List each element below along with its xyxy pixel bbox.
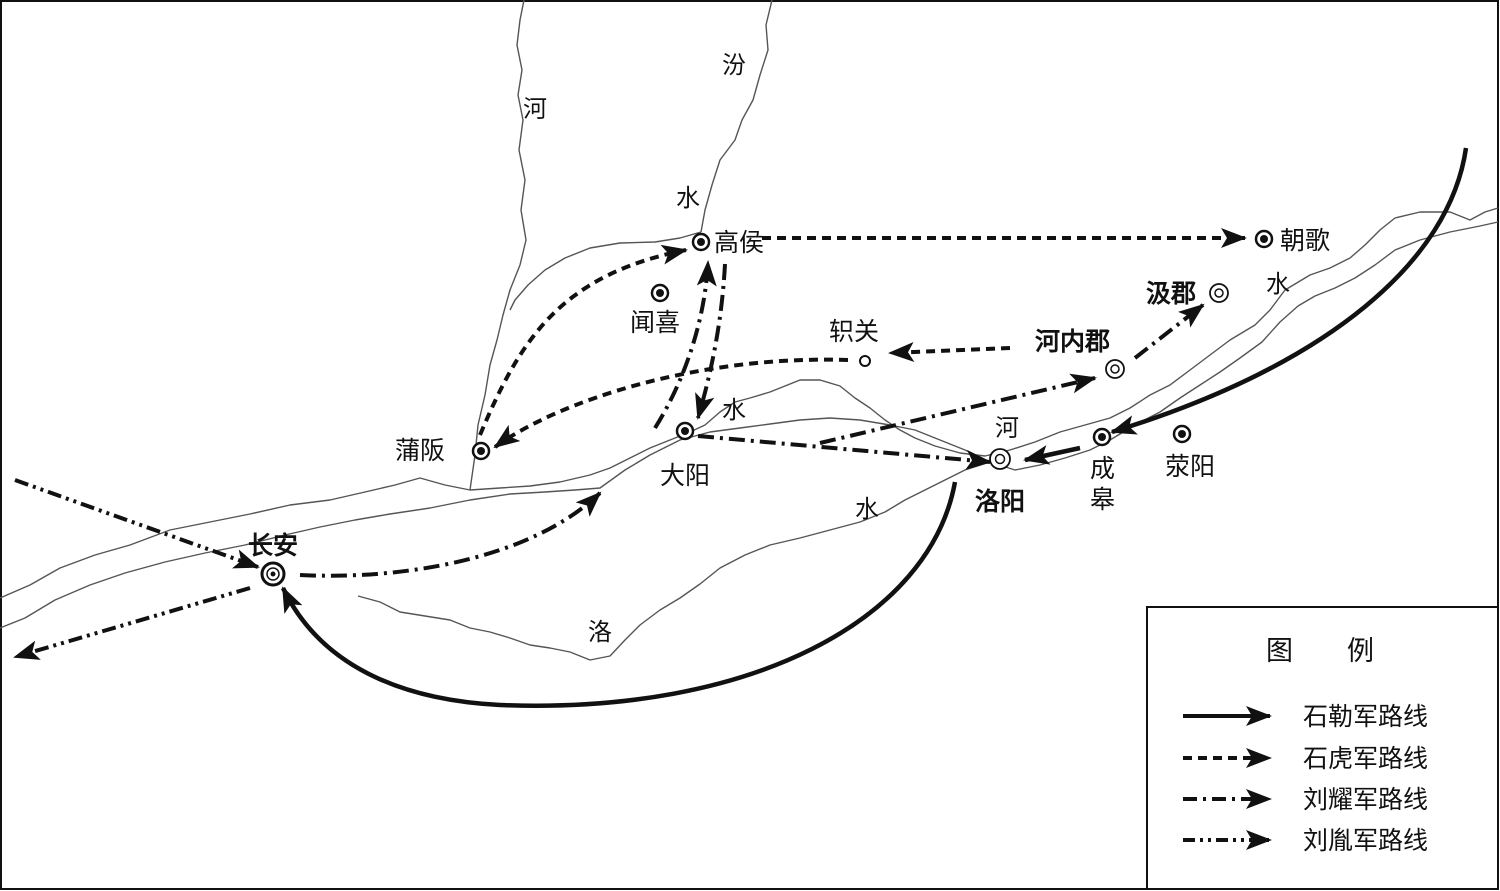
changan-marker	[260, 561, 286, 587]
puban-marker	[471, 441, 491, 461]
place-label-xingyang: 荥阳	[1165, 452, 1215, 481]
place-label-jijun: 汲郡	[1146, 279, 1196, 308]
legend: 图 例 石勒军路线 石虎军路线 刘耀军路线 刘胤军路线	[1146, 606, 1499, 890]
yellow-river-north-bank	[0, 207, 1499, 599]
place-label-chenggao-line2: 皋	[1090, 485, 1115, 514]
route-shile-chenggao-luoyang	[1023, 445, 1081, 465]
place-label-dayang: 大阳	[660, 461, 710, 490]
gaohou-marker	[691, 232, 711, 252]
river-label-he-east: 河	[995, 414, 1019, 442]
chenggao-marker	[1092, 427, 1112, 447]
river-label-shui-east: 水	[1266, 270, 1290, 298]
place-label-heneijun: 河内郡	[1035, 327, 1110, 356]
route-shile-main	[1110, 147, 1469, 435]
wenxi-marker	[650, 283, 670, 303]
river-labels: 汾 河 水 河 水 水 洛 水	[523, 51, 1290, 646]
river-label-he-north: 河	[523, 95, 547, 123]
route-liuyin-changan-west	[13, 586, 251, 660]
route-liuyin-west-changan	[14, 478, 260, 569]
place-label-wenxi: 闻喜	[630, 308, 680, 337]
river-label-luo-shui: 水	[855, 495, 879, 523]
place-label-changan: 长安	[248, 531, 298, 560]
routes	[13, 147, 1469, 708]
luoyang-marker	[989, 448, 1011, 470]
route-liuyao-to-henei	[819, 373, 1097, 445]
route-shihu-zhiguan-puban	[493, 357, 849, 449]
route-liuyao-changan-dayang	[299, 491, 602, 578]
yellow-river-east-bank	[509, 231, 702, 311]
legend-label-shihu: 石虎军路线	[1303, 744, 1428, 773]
river-label-fen-shui: 水	[676, 184, 700, 212]
rivers	[0, 0, 1499, 661]
legend-title: 图 例	[1266, 636, 1374, 667]
place-labels: 高侯 朝歌 闻喜 轵关 汲郡 河内郡 蒲阪 大阳 洛阳 成 皋 荥阳 长安	[248, 226, 1330, 560]
route-liuyao-dayang-luoyang	[697, 434, 992, 470]
river-label-shui-mid: 水	[722, 396, 746, 424]
route-shihu-henei-zhiguan	[888, 342, 1011, 362]
jijun-marker	[1209, 283, 1229, 303]
route-liuyao-gaohou-dayang	[695, 263, 727, 420]
legend-box	[1146, 606, 1499, 890]
route-liuyao-dayang-gaohou	[653, 260, 717, 430]
route-liuyao-henei-jijun	[1133, 303, 1205, 360]
place-label-gaohou: 高侯	[714, 228, 764, 257]
river-label-luo: 洛	[588, 618, 612, 646]
place-label-luoyang: 洛阳	[975, 487, 1025, 516]
place-label-chenggao-line1: 成	[1090, 454, 1115, 483]
dayang-marker	[675, 421, 695, 441]
legend-label-shile: 石勒军路线	[1303, 702, 1428, 731]
luo-river	[357, 461, 991, 661]
place-label-chaoge: 朝歌	[1280, 226, 1330, 255]
place-label-puban: 蒲阪	[395, 436, 445, 465]
yellow-river-west-bank	[469, 0, 527, 491]
legend-label-liuyin: 刘胤军路线	[1303, 826, 1428, 855]
zhiguan-marker	[859, 355, 871, 367]
route-shihu-puban-gaohou	[478, 244, 688, 436]
river-label-fen: 汾	[722, 51, 746, 79]
xingyang-marker	[1172, 424, 1192, 444]
heneijun-marker	[1105, 359, 1125, 379]
chaoge-marker	[1254, 229, 1274, 249]
place-symbols	[260, 229, 1274, 587]
place-label-zhiguan: 轵关	[829, 317, 879, 346]
fen-river	[700, 0, 773, 233]
legend-label-liuyao: 刘耀军路线	[1303, 785, 1428, 814]
route-shile-luoyang-changan	[280, 481, 958, 708]
